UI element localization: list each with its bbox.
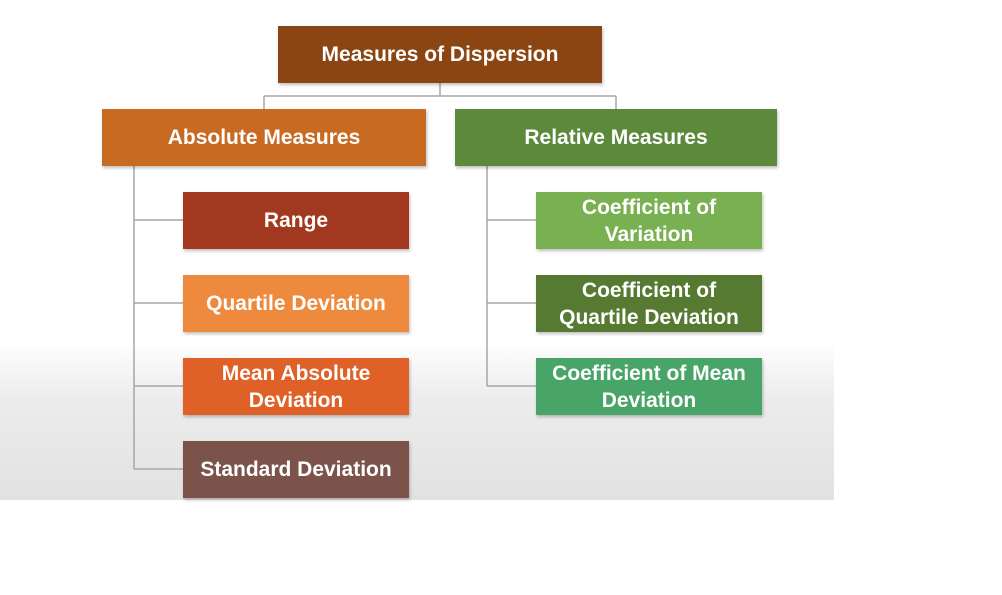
connector-lines xyxy=(133,83,617,470)
range-label: Range xyxy=(263,209,329,232)
coefficient-of-variation-label: Coefficient of Variation xyxy=(581,195,717,246)
standard-deviation-node: Standard Deviation xyxy=(183,441,409,498)
range-node: Range xyxy=(183,192,409,249)
mean-absolute-deviation-label: Mean Absolute Deviation xyxy=(221,361,371,412)
quartile-deviation-node: Quartile Deviation xyxy=(183,275,409,332)
absolute-measures-label: Absolute Measures xyxy=(167,126,361,149)
root-node: Measures of Dispersion xyxy=(278,26,602,83)
coefficient-of-mean-deviation-node: Coefficient of Mean Deviation xyxy=(536,358,762,415)
quartile-deviation-label: Quartile Deviation xyxy=(206,292,386,315)
mean-absolute-deviation-node: Mean Absolute Deviation xyxy=(183,358,409,415)
relative-measures-node: Relative Measures xyxy=(455,109,777,166)
relative-measures-label: Relative Measures xyxy=(524,126,708,149)
standard-deviation-label: Standard Deviation xyxy=(200,458,392,481)
diagram-slide: Measures of Dispersion Absolute Measures… xyxy=(0,0,834,500)
coefficient-of-quartile-deviation-node: Coefficient of Quartile Deviation xyxy=(536,275,762,332)
coefficient-of-quartile-deviation-label: Coefficient of Quartile Deviation xyxy=(559,278,739,329)
coefficient-of-mean-deviation-label: Coefficient of Mean Deviation xyxy=(552,361,746,412)
absolute-measures-node: Absolute Measures xyxy=(102,109,426,166)
root-node-label: Measures of Dispersion xyxy=(321,43,559,66)
coefficient-of-variation-node: Coefficient of Variation xyxy=(536,192,762,249)
